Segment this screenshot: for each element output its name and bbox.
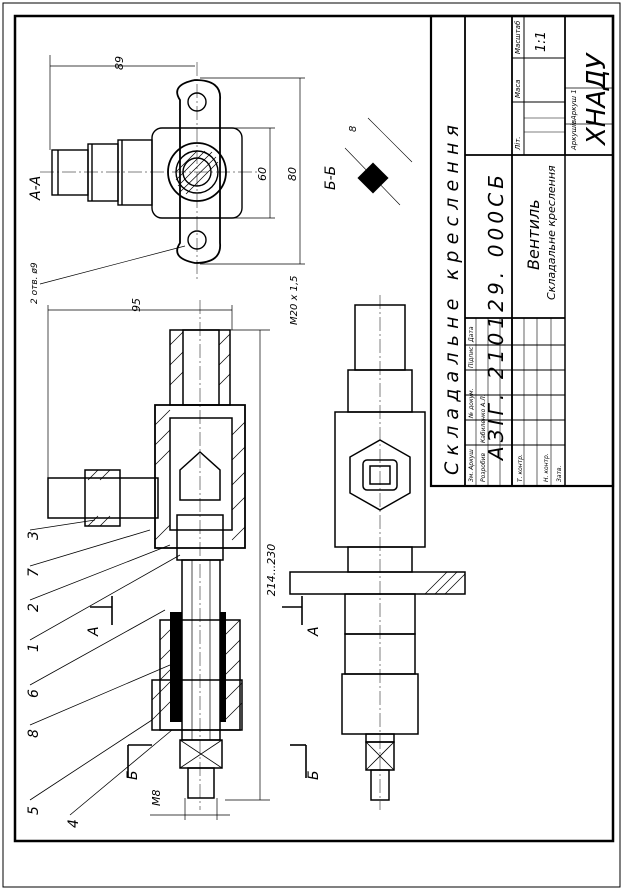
callout-4: 4 <box>66 819 82 828</box>
col-sheet-label: Зм. Аркуш <box>468 449 475 482</box>
callout-7: 7 <box>26 568 42 577</box>
drawing-code: АЗІГ. 210129. 000СБ <box>484 175 508 462</box>
mass-label: Маса <box>514 80 522 98</box>
dim-95: 95 <box>130 298 143 312</box>
main-section-view <box>47 300 246 810</box>
dim-214-230: 214...230 <box>265 544 278 596</box>
callout-3: 3 <box>26 531 42 540</box>
col-date-label: Дата <box>468 326 475 343</box>
sheets-label: Аркушів <box>570 120 578 151</box>
role-checked: Т. контр. <box>517 454 524 482</box>
lit-label: Літ. <box>514 136 522 151</box>
square-detail <box>344 117 413 206</box>
callout-2: 2 <box>26 603 42 612</box>
part-subtitle: Складальне креслення <box>545 165 558 300</box>
callout-1: 1 <box>26 643 42 652</box>
scale-value: 1:1 <box>534 31 549 52</box>
section-aa-label: А-А <box>28 176 44 201</box>
callout-6: 6 <box>26 689 42 698</box>
callout-5: 5 <box>26 806 42 815</box>
role-approved: Затв. <box>556 465 563 482</box>
title-block <box>429 14 615 488</box>
dim-89: 89 <box>113 56 126 70</box>
developer-name: Кабиленко А.Л. <box>480 394 487 443</box>
dim-8-square: 8 <box>348 126 359 132</box>
col-sign-label: Підпис <box>468 346 475 368</box>
side-view <box>289 295 466 810</box>
bore-hatch <box>175 150 219 195</box>
cut-a-right: А <box>306 626 322 637</box>
dim-m8: M8 <box>150 790 163 807</box>
dim-holes: 2 отв. ø9 <box>30 262 40 304</box>
dim-60: 60 <box>256 167 269 181</box>
cut-a-left: А <box>86 626 102 637</box>
sheet-label: Аркуш 1 <box>570 89 578 121</box>
role-developed: Розробив <box>480 452 487 482</box>
packing <box>170 612 182 722</box>
organization: ХНАДУ <box>582 52 612 147</box>
role-norm: Н. контр. <box>543 453 550 482</box>
cut-b-right: Б <box>306 770 322 780</box>
callout-8: 8 <box>26 729 42 738</box>
section-aa-view <box>40 62 260 280</box>
cut-b-left: Б <box>125 770 141 780</box>
col-doc-label: № докум. <box>468 388 475 419</box>
dim-m20: M20 x 1,5 <box>289 275 300 325</box>
part-name: Вентиль <box>524 199 543 270</box>
dim-80: 80 <box>286 167 299 181</box>
section-bb-label: Б-Б <box>323 166 339 190</box>
scale-label: Масштаб <box>514 20 522 54</box>
